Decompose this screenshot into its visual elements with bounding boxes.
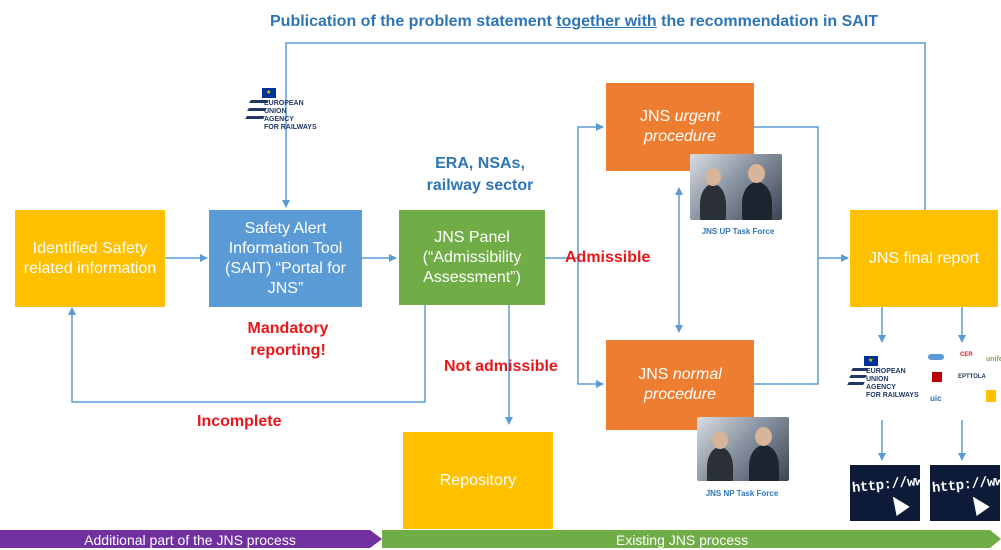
incomplete-label: Incomplete: [197, 413, 282, 430]
jns-panel-box: JNS Panel (“Admissibility Assessment”): [399, 210, 545, 305]
up-task-force-label: JNS UP Task Force: [701, 227, 775, 236]
up-task-force-photo: [690, 154, 782, 220]
additional-process-bar: Additional part of the JNS process: [84, 532, 296, 548]
mandatory-reporting-label: Mandatory reporting!: [247, 320, 329, 359]
jns-normal-box: JNS normal procedure: [606, 340, 754, 430]
cursor-icon: [966, 492, 990, 516]
admissible-label: Admissible: [565, 249, 651, 266]
era-logo-small: EUROPEAN UNION AGENCY FOR RAILWAYS: [846, 356, 926, 406]
sait-box: Safety Alert Information Tool (SAIT) “Po…: [209, 210, 362, 307]
publication-label: Publication of the problem statement tog…: [270, 13, 990, 31]
publication-label-underlined: together with: [556, 13, 657, 30]
incomplete-loop: [68, 305, 426, 403]
publication-arrow: [282, 42, 926, 210]
web-browser-icon-2: http://www: [930, 465, 1000, 521]
web-browser-icon-1: http://www: [850, 465, 920, 521]
cursor-icon: [886, 492, 910, 516]
repository-box: Repository: [403, 432, 553, 529]
existing-process-bar: Existing JNS process: [615, 532, 749, 548]
stakeholders-label: ERA, NSAs, railway sector: [426, 155, 534, 194]
not-admissible-label: Not admissible: [444, 358, 558, 375]
era-logo: EUROPEAN UNION AGENCY FOR RAILWAYS: [245, 88, 336, 136]
identified-safety-box: Identified Safety related information: [15, 210, 165, 307]
process-bars: [0, 530, 1001, 548]
publication-label-post: the recommendation in SAIT: [656, 13, 879, 30]
np-task-force-photo: [697, 417, 789, 481]
partner-logos: CER unife EPTTOLA uic: [928, 352, 1001, 403]
jns-final-report-box: JNS final report: [850, 210, 998, 307]
publication-label-pre: Publication of the problem statement: [270, 13, 557, 30]
np-task-force-label: JNS NP Task Force: [705, 489, 779, 498]
